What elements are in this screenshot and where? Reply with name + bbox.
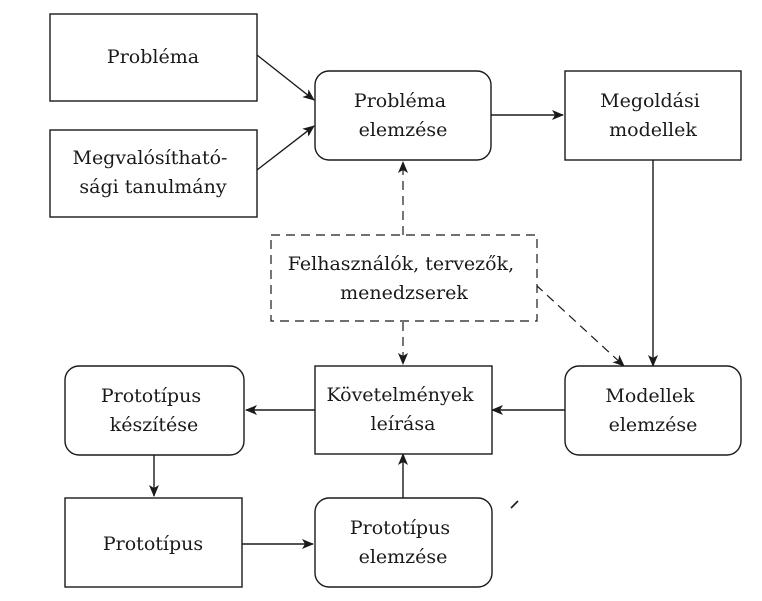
modellek-elemzese-box bbox=[564, 365, 742, 456]
dashed-edge-felhasznalok-to-modellek-elemzese bbox=[535, 284, 625, 367]
prototipus-label: Prototípus bbox=[103, 533, 203, 555]
felhasznalok-label: Felhasználók, tervezők, menedzserek bbox=[288, 253, 520, 304]
edge-megvalosithatosagi-to-elemzese bbox=[256, 125, 315, 171]
modellek-elemzese-label: Modellek elemzése bbox=[605, 385, 700, 436]
problema-label: Probléma bbox=[107, 46, 199, 68]
prototipus-keszitese-box bbox=[64, 365, 245, 456]
problema-elemzese-label: Probléma elemzése bbox=[354, 90, 452, 141]
kovetelmenyek-box bbox=[314, 365, 493, 455]
kovetelmenyek-label: Követelmények leírása bbox=[326, 384, 479, 435]
prototipus-elemzese-box bbox=[314, 497, 493, 588]
problema-box bbox=[49, 13, 258, 102]
megoldasi-modellek-box bbox=[564, 70, 742, 161]
problema-elemzese-box bbox=[314, 70, 492, 161]
felhasznalok-box bbox=[270, 234, 538, 322]
prototipus-keszitese-label: Prototípus készítése bbox=[101, 385, 207, 436]
megvalosithatosagi-label: Megvalósítható- sági tanulmány bbox=[72, 147, 233, 198]
prototipus-box bbox=[64, 497, 243, 588]
megoldasi-modellek-label: Megoldási modellek bbox=[600, 90, 706, 141]
prototipus-elemzese-label: Prototípus elemzése bbox=[350, 517, 456, 568]
megvalosithatosagi-box bbox=[49, 129, 258, 218]
edge-problema-to-elemzese bbox=[256, 54, 315, 101]
scan-mark bbox=[510, 500, 519, 509]
